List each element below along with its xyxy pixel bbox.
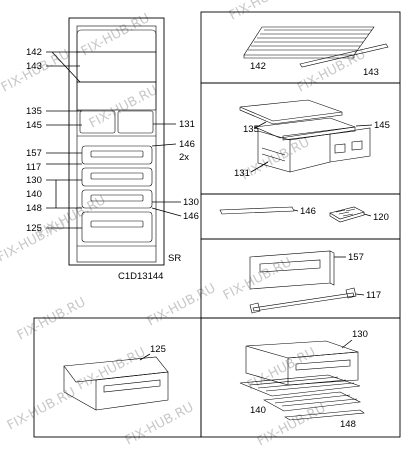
watermark: FIX-HUB.RU bbox=[123, 400, 196, 449]
flap-assembly: 157 117 bbox=[249, 250, 381, 314]
label-146b: 146 bbox=[183, 211, 199, 222]
leader-line bbox=[355, 124, 373, 127]
leader-line bbox=[341, 339, 353, 349]
label-157: 157 bbox=[348, 252, 364, 263]
shelf-trim bbox=[299, 43, 389, 68]
flap-handle bbox=[259, 259, 321, 273]
drawer-handle bbox=[90, 220, 144, 228]
small-drawer-handle bbox=[103, 379, 161, 393]
leader-line bbox=[250, 161, 269, 173]
label-140: 140 bbox=[26, 189, 42, 200]
drawer-handle bbox=[90, 150, 144, 158]
label-146: 146 bbox=[179, 139, 195, 150]
fridge-cabinet-outline bbox=[68, 17, 165, 266]
sr-label: SR bbox=[168, 253, 181, 264]
grid-140 bbox=[239, 374, 361, 397]
leader-line bbox=[51, 51, 81, 83]
grid-140-wires bbox=[249, 376, 355, 392]
freezer-drawer-assembly: 130 140 148 bbox=[239, 329, 368, 430]
label-2x: 2x bbox=[179, 152, 189, 163]
label-125: 125 bbox=[150, 344, 166, 355]
watermark: FIX-HUB.RU bbox=[87, 83, 160, 132]
flap-door-side bbox=[329, 250, 335, 286]
drawer-handle bbox=[90, 194, 144, 202]
label-125: 125 bbox=[26, 223, 42, 234]
fridge-overview: 142 143 135 145 157 117 130 140 148 125 … bbox=[26, 17, 199, 282]
label-146: 146 bbox=[300, 206, 316, 217]
shelf-front bbox=[243, 55, 355, 59]
label-135: 135 bbox=[243, 124, 259, 135]
crisper-box-ribs bbox=[261, 147, 286, 162]
hinge-bar bbox=[252, 292, 355, 312]
label-140: 140 bbox=[250, 405, 266, 416]
small-drawer: 125 bbox=[63, 344, 169, 411]
panel-small-drawer bbox=[33, 317, 202, 438]
small-drawer-front bbox=[95, 371, 169, 411]
label-145: 145 bbox=[374, 120, 390, 131]
wire-shelf: 142 143 bbox=[243, 26, 389, 78]
strip-and-ice-tray: 146 120 bbox=[219, 206, 389, 223]
leader-line bbox=[355, 293, 365, 296]
trim-strip bbox=[219, 206, 295, 215]
hinge-ends bbox=[249, 287, 357, 314]
watermark-layer: FIX-HUB.RU FIX-HUB.RU FIX-HUB.RU FIX-HUB… bbox=[0, 0, 368, 450]
drawer-front bbox=[287, 351, 359, 386]
freezer-drawer bbox=[81, 145, 153, 165]
crisper-assembly: 135 145 131 bbox=[234, 99, 390, 179]
grid-148-wires bbox=[274, 394, 358, 407]
label-143: 143 bbox=[26, 61, 42, 72]
freezer-drawer-large bbox=[81, 211, 153, 243]
label-130b: 130 bbox=[183, 197, 199, 208]
crisper-box-right-front bbox=[329, 127, 371, 163]
watermark: FIX-HUB.RU bbox=[15, 295, 88, 344]
crisper-cover-front bbox=[282, 126, 356, 141]
label-131: 131 bbox=[179, 119, 195, 130]
watermark: FIX-HUB.RU bbox=[75, 345, 148, 394]
small-drawer-side bbox=[63, 366, 97, 411]
drawer-handle bbox=[90, 172, 144, 180]
drawer-handle bbox=[295, 359, 351, 371]
leader-line bbox=[139, 353, 151, 361]
grid-bar bbox=[284, 409, 365, 421]
crisper-right bbox=[117, 110, 154, 134]
label-143: 143 bbox=[363, 67, 379, 78]
leader-line bbox=[293, 209, 299, 212]
label-135: 135 bbox=[26, 106, 42, 117]
label-130: 130 bbox=[352, 329, 368, 340]
crisper-left bbox=[79, 110, 116, 134]
freezer-drawer bbox=[81, 167, 153, 187]
glass-plate-edge bbox=[239, 107, 343, 125]
crisper-box-left-front bbox=[289, 133, 331, 173]
fridge-inner-outline bbox=[76, 25, 157, 263]
model-code: C1D13144 bbox=[118, 271, 163, 282]
ice-tray bbox=[329, 206, 365, 220]
label-142: 142 bbox=[250, 61, 266, 72]
watermark: FIX-HUB.RU bbox=[145, 281, 218, 330]
label-142: 142 bbox=[26, 47, 42, 58]
watermark: FIX-HUB.RU bbox=[5, 385, 78, 434]
panel-flap bbox=[200, 238, 401, 319]
label-157: 157 bbox=[26, 148, 42, 159]
shelf-wires bbox=[248, 29, 372, 51]
leader-line bbox=[254, 121, 267, 129]
label-131: 131 bbox=[234, 168, 250, 179]
leader-line bbox=[151, 207, 182, 217]
label-148: 148 bbox=[340, 419, 356, 430]
label-120: 120 bbox=[373, 212, 389, 223]
crisper-feet bbox=[334, 140, 363, 154]
label-148: 148 bbox=[26, 203, 42, 214]
shelf-compartment bbox=[76, 81, 157, 111]
leader-line bbox=[363, 213, 372, 217]
drawer-side bbox=[245, 346, 289, 386]
grid-148 bbox=[263, 391, 362, 412]
label-130: 130 bbox=[26, 175, 42, 186]
label-117: 117 bbox=[366, 290, 381, 301]
leader-line bbox=[151, 143, 177, 147]
freezer-drawer bbox=[81, 189, 153, 209]
label-145: 145 bbox=[26, 120, 42, 131]
ice-tray-cells bbox=[335, 208, 356, 217]
glass-plate bbox=[239, 99, 343, 122]
label-117: 117 bbox=[26, 162, 41, 173]
